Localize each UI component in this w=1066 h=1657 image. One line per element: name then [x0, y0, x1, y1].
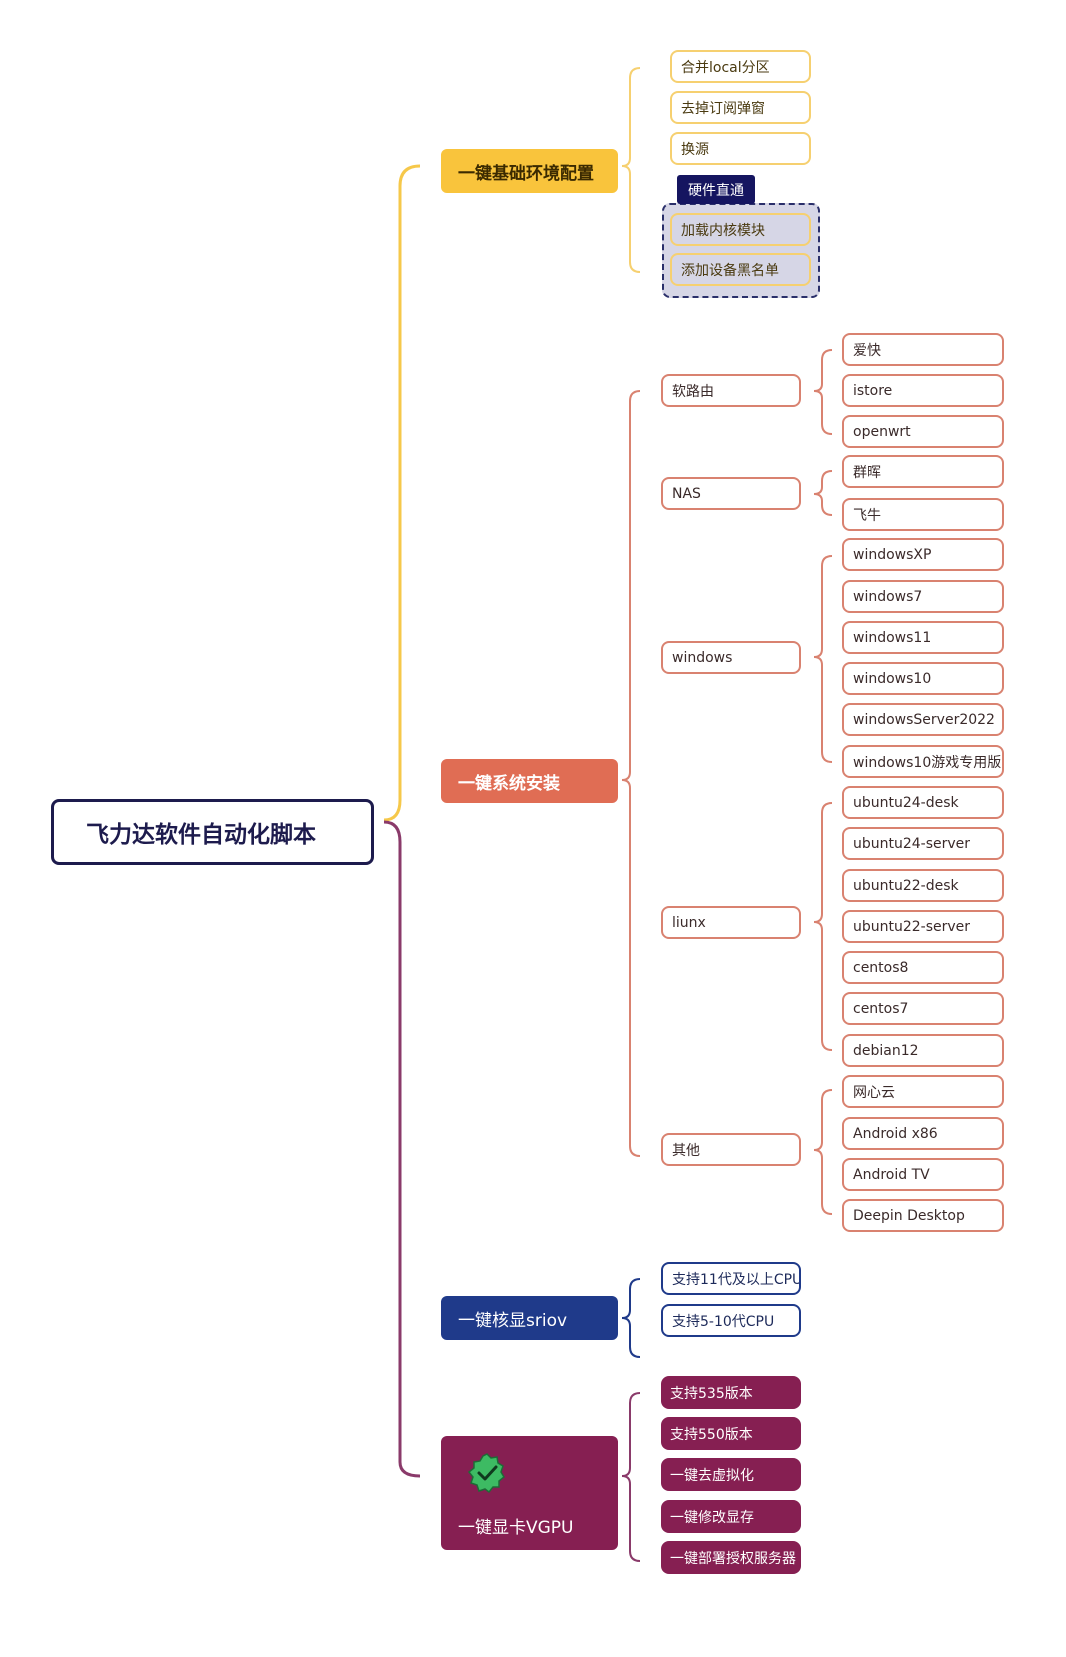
- os-item[interactable]: Android TV: [842, 1158, 1004, 1191]
- os-item[interactable]: ubuntu24-server: [842, 827, 1004, 860]
- os-item[interactable]: windows10: [842, 662, 1004, 695]
- os-item[interactable]: debian12: [842, 1034, 1004, 1067]
- branch-vgpu-label: 一键显卡VGPU: [458, 1518, 574, 1538]
- os-item[interactable]: windows11: [842, 621, 1004, 654]
- os-category-linux[interactable]: liunx: [661, 906, 801, 939]
- os-item[interactable]: ubuntu22-server: [842, 910, 1004, 943]
- sriov-item-11gen[interactable]: 支持11代及以上CPU: [661, 1262, 801, 1295]
- sriov-item-5-10gen[interactable]: 支持5-10代CPU: [661, 1304, 801, 1337]
- passthrough-group-tag[interactable]: 硬件直通: [677, 175, 755, 204]
- os-item[interactable]: 爱快: [842, 333, 1004, 366]
- vgpu-item-535[interactable]: 支持535版本: [661, 1376, 801, 1409]
- root-node[interactable]: 飞力达软件自动化脚本: [51, 799, 374, 865]
- os-item[interactable]: windows7: [842, 580, 1004, 613]
- branch-vgpu[interactable]: 一键显卡VGPU: [441, 1436, 618, 1550]
- branch-os-install[interactable]: 一键系统安装: [441, 759, 618, 803]
- vgpu-item-modify-vram[interactable]: 一键修改显存: [661, 1500, 801, 1533]
- env-item-change-source[interactable]: 换源: [670, 132, 811, 165]
- verified-badge-icon: [467, 1453, 505, 1494]
- os-item[interactable]: Android x86: [842, 1117, 1004, 1150]
- os-category-other[interactable]: 其他: [661, 1133, 801, 1166]
- os-item[interactable]: Deepin Desktop: [842, 1199, 1004, 1232]
- branch-sriov[interactable]: 一键核显sriov: [441, 1296, 618, 1340]
- os-item[interactable]: ubuntu24-desk: [842, 786, 1004, 819]
- os-item[interactable]: centos8: [842, 951, 1004, 984]
- passthrough-item-device-blacklist[interactable]: 添加设备黑名单: [670, 253, 811, 286]
- os-item[interactable]: centos7: [842, 992, 1004, 1025]
- env-item-remove-popup[interactable]: 去掉订阅弹窗: [670, 91, 811, 124]
- os-item[interactable]: ubuntu22-desk: [842, 869, 1004, 902]
- os-item[interactable]: 网心云: [842, 1075, 1004, 1108]
- os-item[interactable]: istore: [842, 374, 1004, 407]
- os-item[interactable]: openwrt: [842, 415, 1004, 448]
- os-item[interactable]: 群晖: [842, 455, 1004, 488]
- os-item[interactable]: windowsXP: [842, 538, 1004, 571]
- vgpu-item-devirtualize[interactable]: 一键去虚拟化: [661, 1458, 801, 1491]
- os-category-nas[interactable]: NAS: [661, 477, 801, 510]
- os-item[interactable]: windowsServer2022: [842, 703, 1004, 736]
- os-item[interactable]: windows10游戏专用版: [842, 745, 1004, 778]
- env-item-merge-local[interactable]: 合并local分区: [670, 50, 811, 83]
- os-category-softrouter[interactable]: 软路由: [661, 374, 801, 407]
- os-item[interactable]: 飞牛: [842, 498, 1004, 531]
- vgpu-item-550[interactable]: 支持550版本: [661, 1417, 801, 1450]
- os-category-windows[interactable]: windows: [661, 641, 801, 674]
- passthrough-item-kernel-module[interactable]: 加载内核模块: [670, 213, 811, 246]
- branch-env-config[interactable]: 一键基础环境配置: [441, 149, 618, 193]
- vgpu-item-license-server[interactable]: 一键部署授权服务器: [661, 1541, 801, 1574]
